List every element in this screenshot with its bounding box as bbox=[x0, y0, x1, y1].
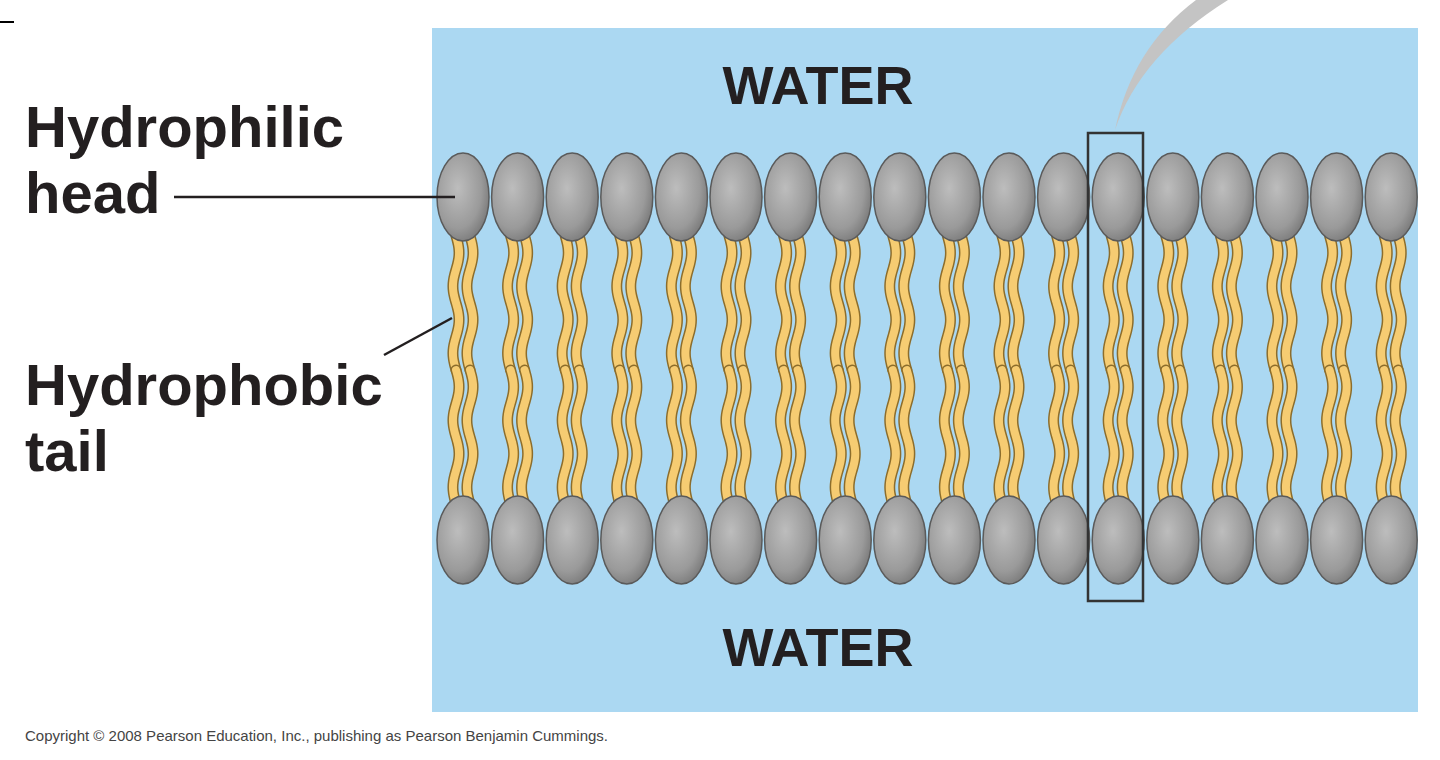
corner-mark bbox=[0, 21, 14, 23]
selection-box bbox=[1088, 133, 1143, 601]
part-label: Hydrophobic tail bbox=[25, 352, 445, 484]
text-holder: WATER bbox=[618, 620, 1018, 674]
callout-pointer bbox=[1115, 0, 1228, 130]
hydrophilic-heads bbox=[437, 153, 1417, 584]
text-holder: WATER bbox=[618, 58, 1018, 112]
region-label: WATER bbox=[618, 620, 1018, 674]
copyright-note: Copyright © 2008 Pearson Education, Inc.… bbox=[25, 727, 608, 745]
region-label: WATER bbox=[618, 58, 1018, 112]
leader-line bbox=[174, 196, 455, 199]
part-label: Hydrophilic head bbox=[25, 94, 445, 226]
leader-line bbox=[384, 318, 452, 355]
hydrophobic-tails bbox=[453, 236, 1401, 504]
